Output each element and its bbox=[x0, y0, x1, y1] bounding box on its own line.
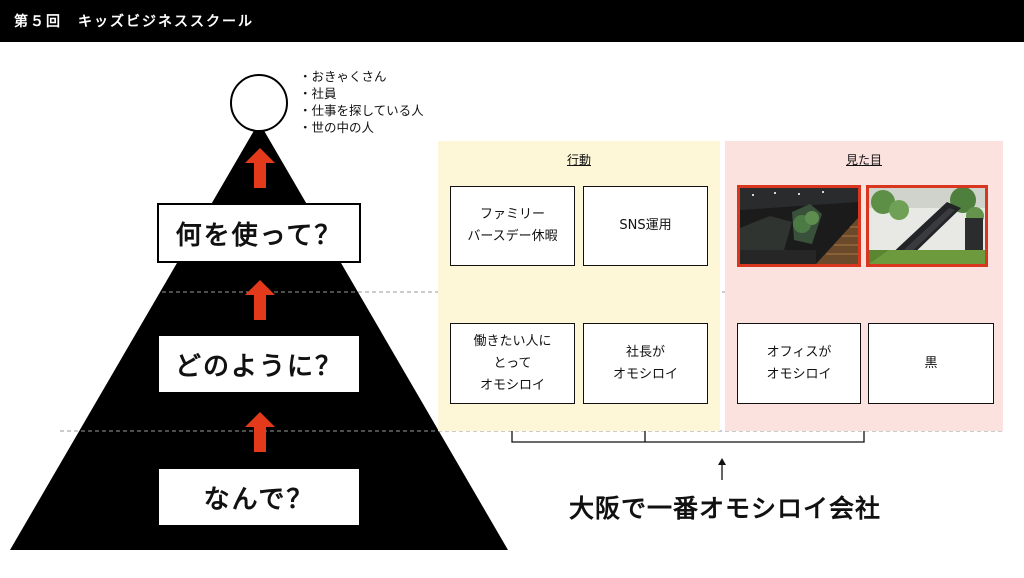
look-card-black: 黒 bbox=[868, 323, 994, 404]
audience-item: ・仕事を探している人 bbox=[299, 103, 424, 118]
action-card-sns: SNS運用 bbox=[583, 186, 708, 266]
look-panel-label: 見た目 bbox=[845, 153, 882, 167]
conclusion-text: 大阪で一番オモシロイ会社 bbox=[568, 494, 881, 523]
level-why: なんで？ bbox=[157, 467, 361, 527]
header-bar: 第５回 キッズビジネススクール bbox=[0, 0, 1024, 42]
top-circle bbox=[230, 74, 288, 132]
up-arrow-icon bbox=[245, 148, 275, 188]
up-arrow-icon bbox=[245, 280, 275, 320]
action-panel-label: 行動 bbox=[566, 153, 591, 167]
action-card-holiday: ファミリー バースデー休暇 bbox=[450, 186, 575, 266]
action-card-workers: 働きたい人に とって オモシロイ bbox=[450, 323, 575, 404]
level-what: 何を使って？ bbox=[157, 203, 361, 263]
audience-list: ・おきゃくさん ・社員 ・仕事を探している人 ・世の中の人 bbox=[299, 68, 424, 136]
audience-item: ・世の中の人 bbox=[299, 120, 375, 135]
office-slide-photo bbox=[866, 185, 988, 267]
look-card-office: オフィスが オモシロイ bbox=[737, 323, 861, 404]
audience-item: ・おきゃくさん bbox=[299, 69, 387, 84]
level-how: どのように？ bbox=[157, 334, 361, 394]
up-arrow-icon bbox=[245, 412, 275, 452]
office-stairs-photo bbox=[737, 185, 861, 267]
audience-item: ・社員 bbox=[299, 86, 337, 101]
slide-title: 第５回 キッズビジネススクール bbox=[14, 14, 254, 30]
action-card-president: 社長が オモシロイ bbox=[583, 323, 708, 404]
